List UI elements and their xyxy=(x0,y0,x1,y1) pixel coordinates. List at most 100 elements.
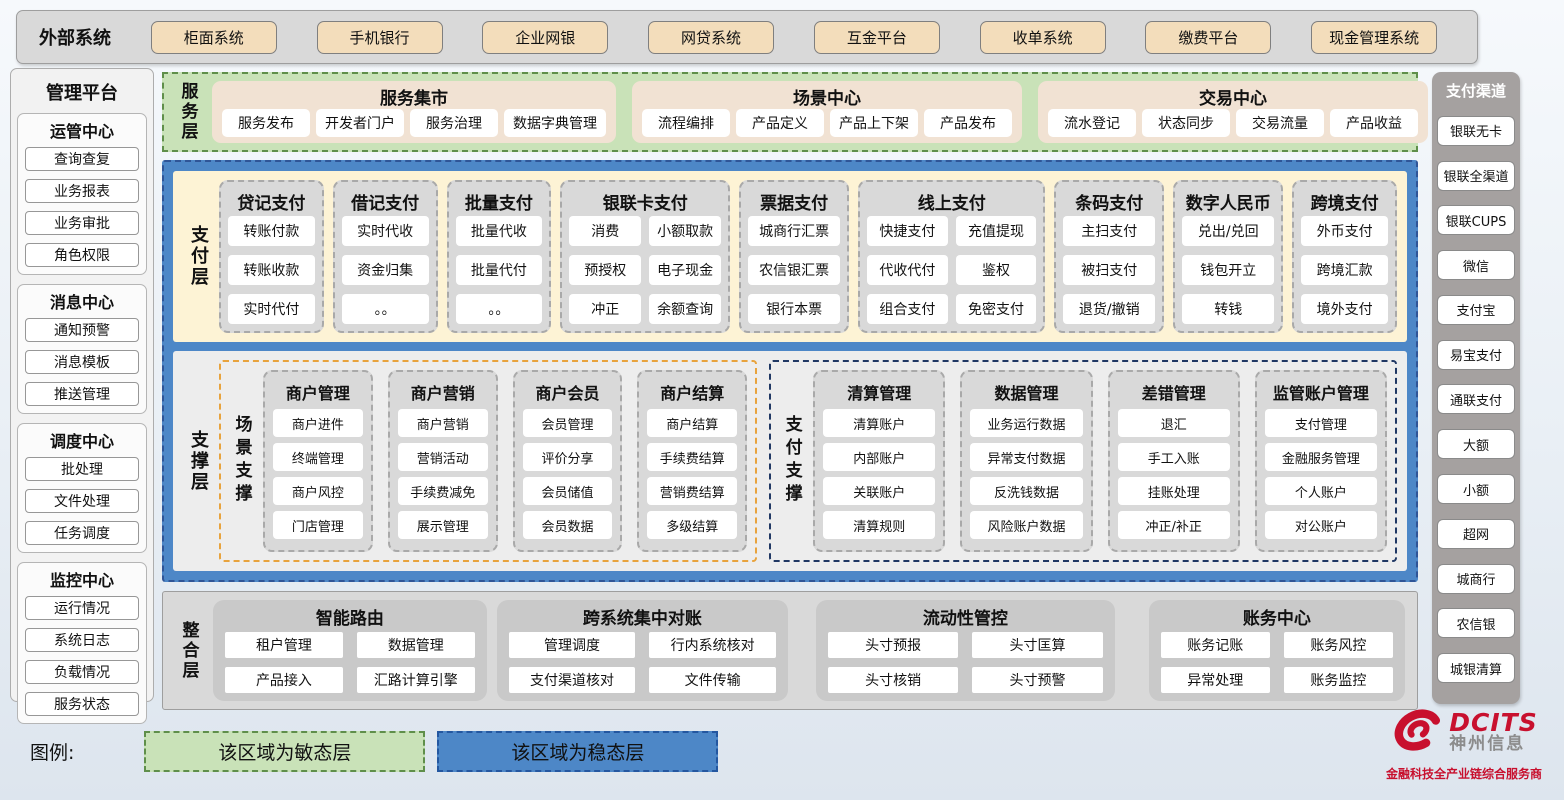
column-items: 兑出/兑回钱包开立转钱 xyxy=(1182,216,1275,324)
panel-title: 跨系统集中对账 xyxy=(582,609,702,629)
column-items: 批量代收批量代付。。 xyxy=(455,216,543,324)
column-title: 商户管理 xyxy=(285,384,350,403)
payment-item-box: 农信银汇票 xyxy=(748,255,841,285)
payment-channel-box: 通联支付 xyxy=(1437,384,1515,415)
support-item-box: 营销活动 xyxy=(397,443,488,471)
service-item-box: 开发者门户 xyxy=(316,109,404,137)
external-systems-label: 外部系统 xyxy=(39,28,111,49)
logo-top: DCITS 神州信息 xyxy=(1390,702,1537,762)
group-title: 运管中心 xyxy=(49,122,114,141)
payment-channel-box: 银联CUPS xyxy=(1437,205,1515,236)
column-title: 数字人民币 xyxy=(1185,194,1271,214)
support-item-box: 手工入账 xyxy=(1117,443,1230,471)
support-group-label: 支付支撑 xyxy=(781,415,802,507)
integration-panel-smart-routing: 智能路由 租户管理数据管理产品接入汇路计算引擎 xyxy=(213,600,487,701)
service-item-box: 产品定义 xyxy=(736,109,824,137)
support-columns: 商户管理 商户进件终端管理商户风控门店管理 商户营销 商户营销营销活动手续费减免… xyxy=(263,370,748,552)
support-item-box: 业务运行数据 xyxy=(970,409,1083,437)
payment-layer-label: 支付层 xyxy=(188,225,209,288)
management-item-box: 运行情况 xyxy=(25,596,139,620)
payment-item-box: 被扫支付 xyxy=(1063,255,1156,285)
service-panels: 服务集市 服务发布开发者门户服务治理数据字典管理 场景中心 流程编排产品定义产品… xyxy=(212,81,1428,143)
support-column-merchant-settlement: 商户结算 商户结算手续费结算营销费结算多级结算 xyxy=(637,370,748,552)
panel-title: 智能路由 xyxy=(315,609,384,629)
support-item-box: 异常支付数据 xyxy=(970,443,1083,471)
payment-column-online: 线上支付 快捷支付充值提现代收代付鉴权组合支付免密支付 xyxy=(858,180,1046,333)
support-item-box: 冲正/补正 xyxy=(1117,511,1230,539)
support-item-box: 会员数据 xyxy=(522,511,613,539)
support-column-merchant-member: 商户会员 会员管理评价分享会员储值会员数据 xyxy=(512,370,623,552)
management-item-box: 任务调度 xyxy=(25,521,139,545)
panel-title: 场景中心 xyxy=(793,89,861,109)
management-item-box: 消息模板 xyxy=(25,350,139,374)
support-item-box: 评价分享 xyxy=(522,443,613,471)
external-system-box: 缴费平台 xyxy=(1145,20,1272,54)
payment-channel-box: 银联无卡 xyxy=(1437,115,1515,146)
payment-columns: 贷记支付 转账付款转账收款实时代付 借记支付 实时代收资金归集。。 批量支付 xyxy=(219,180,1397,333)
column-title: 监管账户管理 xyxy=(1272,384,1369,403)
management-item-box: 系统日志 xyxy=(25,628,139,652)
integration-item-box: 头寸核销 xyxy=(827,667,959,693)
payment-item-box: 资金归集 xyxy=(341,255,429,285)
payment-channel-box: 城银清算 xyxy=(1437,653,1515,684)
integration-item-box: 支付渠道核对 xyxy=(508,667,636,693)
external-system-box: 网贷系统 xyxy=(648,20,775,54)
payment-column-bill: 票据支付 城商行汇票农信银汇票银行本票 xyxy=(739,180,850,333)
column-title: 借记支付 xyxy=(351,194,420,214)
management-item-box: 角色权限 xyxy=(25,243,139,267)
integration-item-box: 文件传输 xyxy=(649,667,776,693)
support-columns: 清算管理 清算账户内部账户关联账户清算规则 数据管理 业务运行数据异常支付数据反… xyxy=(813,370,1388,552)
brand-logo: DCITS 神州信息 金融科技全产业链综合服务商 xyxy=(1378,702,1550,782)
payment-column-debit: 借记支付 实时代收资金归集。。 xyxy=(332,180,438,333)
management-group-monitoring-center: 监控中心 运行情况系统日志负载情况服务状态 xyxy=(17,562,147,724)
management-item-box: 负载情况 xyxy=(25,660,139,684)
group-title: 监控中心 xyxy=(49,571,114,590)
panel-title: 服务集市 xyxy=(380,89,448,109)
group-items: 批处理文件处理任务调度 xyxy=(22,453,142,549)
support-column-data-management: 数据管理 业务运行数据异常支付数据反洗钱数据风险账户数据 xyxy=(960,370,1093,552)
payment-channel-box: 农信银 xyxy=(1437,608,1515,639)
support-item-box: 手续费结算 xyxy=(647,443,738,471)
payment-item-box: 城商行汇票 xyxy=(748,216,841,246)
group-title: 消息中心 xyxy=(49,293,114,312)
support-item-box: 清算规则 xyxy=(823,511,936,539)
logo-tagline: 金融科技全产业链综合服务商 xyxy=(1385,767,1542,781)
service-item-box: 交易流量 xyxy=(1236,109,1324,137)
column-items: 转账付款转账收款实时代付 xyxy=(228,216,315,324)
service-item-box: 流水登记 xyxy=(1048,109,1136,137)
integration-item-box: 汇路计算引擎 xyxy=(356,667,475,693)
payment-column-credit: 贷记支付 转账付款转账收款实时代付 xyxy=(219,180,324,333)
support-item-box: 内部账户 xyxy=(823,443,936,471)
payment-item-box: 批量代收 xyxy=(455,216,543,246)
payment-channel-box: 大额 xyxy=(1437,429,1515,460)
column-title: 清算管理 xyxy=(847,384,912,403)
payment-item-box: 兑出/兑回 xyxy=(1182,216,1275,246)
column-items: 城商行汇票农信银汇票银行本票 xyxy=(748,216,841,324)
payment-item-box: 跨境汇款 xyxy=(1301,255,1388,285)
column-title: 商户结算 xyxy=(660,384,725,403)
integration-layer: 整合层 智能路由 租户管理数据管理产品接入汇路计算引擎 跨系统集中对账 管理调度… xyxy=(162,591,1418,710)
payment-item-box: 境外支付 xyxy=(1301,294,1388,324)
column-items: 主扫支付被扫支付退货/撤销 xyxy=(1063,216,1156,324)
group-items: 查询查复业务报表业务审批角色权限 xyxy=(22,143,142,271)
support-item-box: 门店管理 xyxy=(273,511,363,539)
support-item-box: 商户进件 xyxy=(273,409,363,437)
column-items: 商户营销营销活动手续费减免展示管理 xyxy=(397,406,488,542)
payment-item-box: 电子现金 xyxy=(649,255,722,285)
column-title: 线上支付 xyxy=(917,194,986,214)
payment-channel-box: 易宝支付 xyxy=(1437,339,1515,370)
management-item-box: 推送管理 xyxy=(25,382,139,406)
service-panel-service-market: 服务集市 服务发布开发者门户服务治理数据字典管理 xyxy=(212,81,616,143)
logo-brand: DCITS xyxy=(1449,707,1538,737)
payment-item-box: 主扫支付 xyxy=(1063,216,1156,246)
payment-item-box: 充值提现 xyxy=(955,216,1037,246)
support-item-box: 商户风控 xyxy=(273,477,363,505)
service-panel-transaction-center: 交易中心 流水登记状态同步交易流量产品收益 xyxy=(1038,81,1428,143)
column-title: 数据管理 xyxy=(994,384,1059,403)
service-item-box: 产品发布 xyxy=(924,109,1012,137)
service-item-box: 服务发布 xyxy=(222,109,310,137)
swirl-logo-icon xyxy=(1390,702,1446,762)
legend-label: 图例: xyxy=(30,742,75,764)
payment-channel-box: 微信 xyxy=(1437,250,1515,281)
